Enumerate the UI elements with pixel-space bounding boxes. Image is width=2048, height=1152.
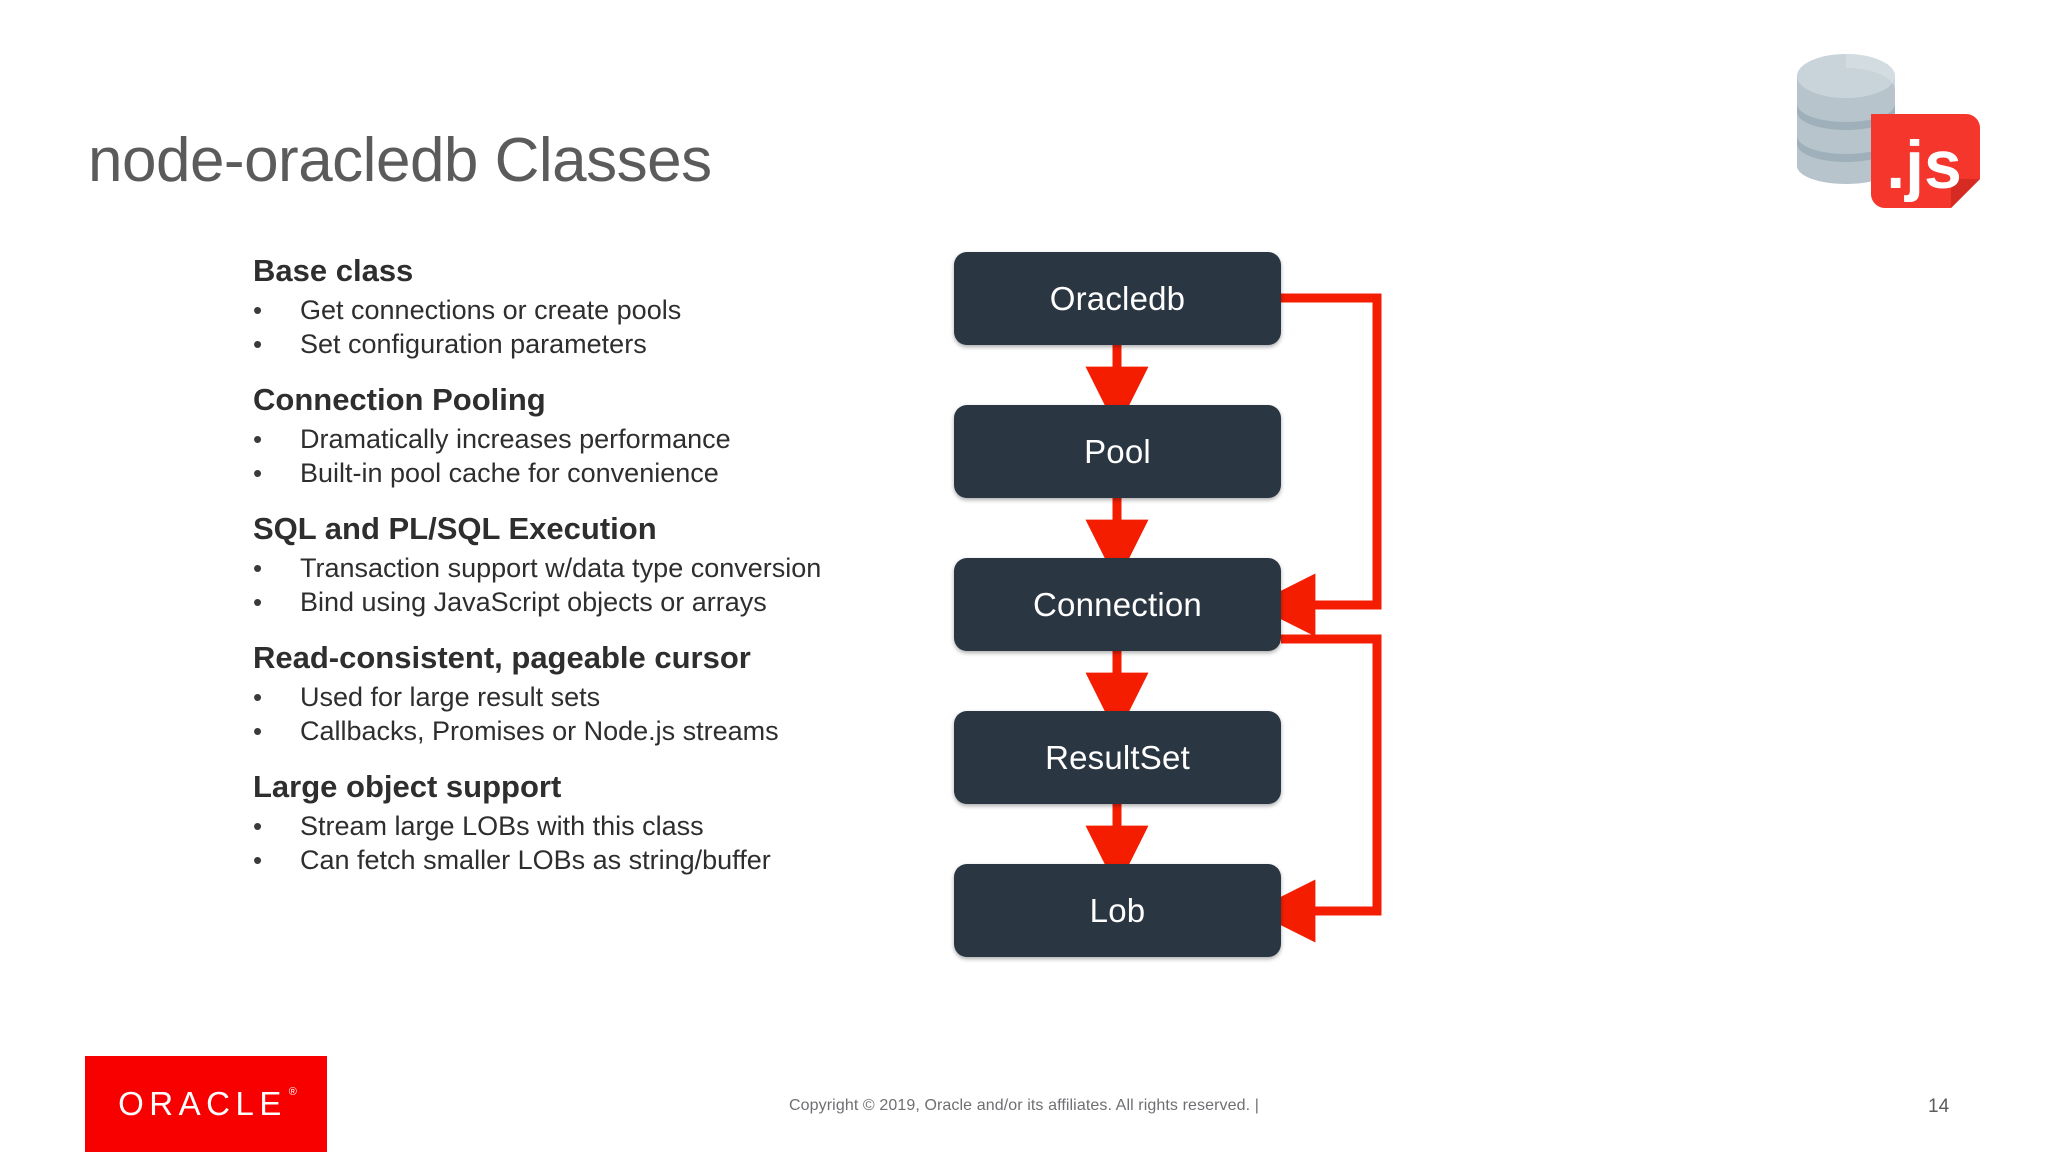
class-description-list: Base class • Get connections or create p… <box>253 253 933 877</box>
bullet-icon: • <box>253 681 263 712</box>
list-item: • Callbacks, Promises or Node.js streams <box>253 714 933 748</box>
bullet-icon: • <box>253 552 263 583</box>
class-hierarchy-diagram: Oracledb Pool Connection ResultSet Lob <box>940 240 1410 970</box>
section-heading: SQL and PL/SQL Execution <box>253 510 657 546</box>
arrow-oracledb-to-connection <box>1252 293 1382 637</box>
diagram-node-connection[interactable]: Connection <box>954 558 1281 651</box>
bullet-icon: • <box>253 844 263 875</box>
diagram-node-label: Pool <box>1084 432 1151 470</box>
list-item: • Get connections or create pools <box>253 293 933 327</box>
section-large-object-support: Large object support • Stream large LOBs… <box>253 769 933 877</box>
bullet-icon: • <box>253 715 263 746</box>
database-cylinder-icon <box>1797 54 1895 184</box>
list-item: • Bind using JavaScript objects or array… <box>253 585 933 619</box>
list-item: • Built-in pool cache for convenience <box>253 456 933 490</box>
section-sql-plsql-execution: SQL and PL/SQL Execution • Transaction s… <box>253 511 933 619</box>
section-heading: Read-consistent, pageable cursor <box>253 639 751 675</box>
diagram-node-label: Lob <box>1089 891 1146 929</box>
js-badge-icon: .js <box>1871 114 1980 208</box>
diagram-node-pool[interactable]: Pool <box>954 405 1281 498</box>
diagram-node-label: ResultSet <box>1045 738 1190 776</box>
list-item: • Transaction support w/data type conver… <box>253 551 933 585</box>
bullet-icon: • <box>253 423 263 454</box>
list-item-label: Callbacks, Promises or Node.js streams <box>300 715 779 746</box>
diagram-node-lob[interactable]: Lob <box>954 864 1281 957</box>
list-item-label: Get connections or create pools <box>300 294 682 325</box>
diagram-node-resultset[interactable]: ResultSet <box>954 711 1281 804</box>
section-connection-pooling: Connection Pooling • Dramatically increa… <box>253 382 933 490</box>
oracle-logo: ORACLE® <box>85 1056 327 1152</box>
diagram-node-label: Oracledb <box>1049 279 1186 317</box>
diagram-node-oracledb[interactable]: Oracledb <box>954 252 1281 345</box>
list-item: • Set configuration parameters <box>253 327 933 361</box>
diagram-arrows <box>1085 293 1382 943</box>
bullet-icon: • <box>253 294 263 325</box>
js-badge-label: .js <box>1886 127 1962 203</box>
arrow-connection-to-lob <box>1252 634 1382 943</box>
page-title: node-oracledb Classes <box>88 126 712 195</box>
page-number: 14 <box>1928 1096 1950 1117</box>
list-item-label: Can fetch smaller LOBs as string/buffer <box>300 844 771 875</box>
oracle-wordmark-text: ORACLE <box>118 1085 287 1122</box>
list-item: • Used for large result sets <box>253 680 933 714</box>
list-item: • Stream large LOBs with this class <box>253 809 933 843</box>
section-heading: Base class <box>253 253 414 288</box>
section-read-consistent-cursor: Read-consistent, pageable cursor • Used … <box>253 640 933 748</box>
list-item-label: Stream large LOBs with this class <box>300 810 704 841</box>
bullet-icon: • <box>253 586 263 617</box>
bullet-icon: • <box>253 457 263 488</box>
bullet-icon: • <box>253 810 263 841</box>
section-base-class: Base class • Get connections or create p… <box>253 253 933 361</box>
bullet-icon: • <box>253 328 263 359</box>
list-item-label: Bind using JavaScript objects or arrays <box>300 586 767 617</box>
registered-trademark-icon: ® <box>288 1086 297 1098</box>
diagram-node-label: Connection <box>1033 585 1202 623</box>
list-item: • Dramatically increases performance <box>253 422 933 456</box>
list-item-label: Transaction support w/data type conversi… <box>300 552 822 583</box>
list-item: • Can fetch smaller LOBs as string/buffe… <box>253 843 933 877</box>
list-item-label: Used for large result sets <box>300 681 601 712</box>
oracle-wordmark: ORACLE® <box>118 1085 297 1123</box>
section-heading: Connection Pooling <box>253 381 546 417</box>
list-item-label: Dramatically increases performance <box>300 423 731 454</box>
section-heading: Large object support <box>253 768 562 804</box>
footer-copyright: Copyright © 2019, Oracle and/or its affi… <box>789 1097 1259 1114</box>
list-item-label: Set configuration parameters <box>300 328 647 359</box>
list-item-label: Built-in pool cache for convenience <box>300 457 719 488</box>
node-oracledb-logo: .js <box>1783 42 1999 212</box>
